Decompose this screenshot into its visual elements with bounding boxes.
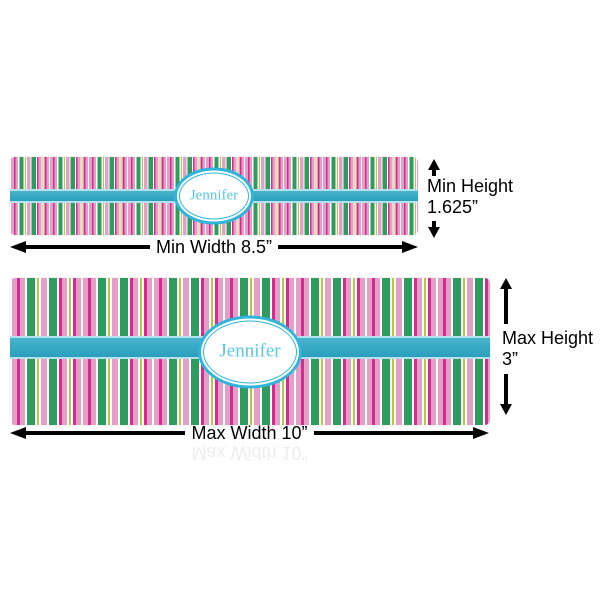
- max-label-personalized-name: Jennifer: [219, 340, 281, 362]
- arrow-down-icon: [500, 374, 512, 415]
- arrow-left-head: [10, 241, 26, 253]
- arrow-shaft: [313, 431, 474, 435]
- min-size-striped-label: Jennifer: [10, 157, 418, 235]
- min-width-label: Min Width 8.5”: [155, 236, 273, 257]
- min-width-dimension: Min Width 8.5”: [10, 236, 419, 257]
- min-label-name-plaque-oval: Jennifer: [174, 167, 254, 225]
- max-height-text-block: Max Height 3”: [497, 328, 593, 370]
- arrow-down-head: [500, 404, 512, 415]
- arrow-right-head: [473, 427, 490, 439]
- min-height-value: 1.625”: [427, 197, 479, 217]
- arrow-up-head: [428, 159, 440, 170]
- arrow-up-icon: [428, 159, 440, 176]
- max-size-striped-label: Jennifer: [10, 278, 490, 425]
- arrow-down-head: [428, 227, 440, 238]
- max-label-name-plaque-oval: Jennifer: [198, 315, 302, 388]
- arrow-shaft: [504, 289, 508, 324]
- arrow-right-icon: [313, 427, 490, 439]
- arrow-down-icon: [428, 221, 440, 238]
- max-width-label: Max Width 10”: [191, 422, 308, 443]
- arrow-shaft: [26, 245, 150, 249]
- max-width-dimension: Max Width 10”: [10, 422, 490, 443]
- arrow-left-head: [10, 427, 26, 439]
- arrow-up-head: [500, 278, 512, 289]
- max-width-reflection: Max Width 10”: [191, 443, 308, 463]
- min-height-label: Min Height: [427, 176, 514, 196]
- arrow-right-head: [402, 241, 419, 253]
- arrow-shaft: [504, 374, 508, 404]
- arrow-left-icon: [10, 241, 150, 253]
- arrow-shaft: [278, 245, 403, 249]
- max-height-dimension: Max Height 3”: [497, 278, 593, 415]
- min-height-dimension: Min Height 1.625”: [427, 159, 513, 238]
- min-label-personalized-name: Jennifer: [189, 187, 239, 204]
- arrow-shaft: [26, 431, 186, 435]
- arrow-left-icon: [10, 427, 186, 439]
- arrow-shaft: [432, 221, 436, 227]
- max-height-label: Max Height: [502, 328, 594, 348]
- arrow-shaft: [432, 170, 436, 176]
- arrow-up-icon: [500, 278, 512, 324]
- max-height-value: 3”: [502, 349, 519, 369]
- arrow-right-icon: [278, 241, 419, 253]
